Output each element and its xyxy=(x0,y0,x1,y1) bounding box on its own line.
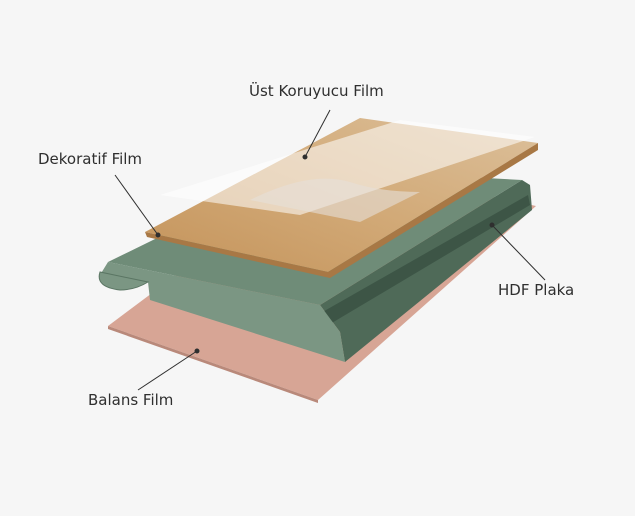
label-top-film: Üst Koruyucu Film xyxy=(249,82,384,100)
decor-film-leader xyxy=(114,174,159,236)
label-decor-film: Dekoratif Film xyxy=(38,150,143,168)
hdf-leader xyxy=(491,224,546,281)
hdf-end-face xyxy=(100,262,345,362)
hdf-tongue xyxy=(98,271,150,291)
top-film-layer xyxy=(160,120,535,215)
top-film-leader xyxy=(304,109,331,158)
balance-film-edge xyxy=(108,326,318,403)
balance-film-leader xyxy=(137,350,198,391)
top-film-curl xyxy=(250,178,420,222)
label-hdf: HDF Plaka xyxy=(498,281,575,299)
hdf-groove xyxy=(312,195,530,330)
label-balance-film: Balans Film xyxy=(88,391,174,409)
